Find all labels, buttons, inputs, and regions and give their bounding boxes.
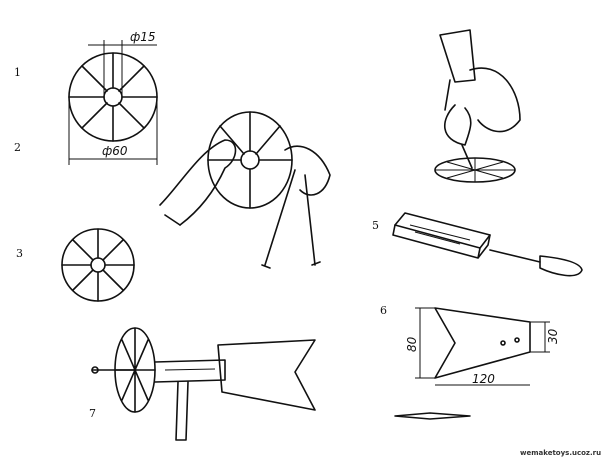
watermark: wemaketoys.ucoz.ru (520, 449, 601, 457)
hole-diameter-dimension: ф15 (130, 30, 156, 44)
hammer-punching-hole (434, 29, 521, 183)
fin-height-dimension: 80 (405, 336, 419, 352)
wood-strip-and-awl (392, 212, 583, 277)
assembled-weathervane (91, 327, 316, 441)
step-label-3: 3 (16, 247, 23, 260)
bent-pinwheel (61, 228, 135, 302)
fin-tail-height-dimension: 30 (546, 328, 560, 344)
step-label-2: 2 (14, 141, 21, 154)
step-label-6: 6 (380, 304, 387, 317)
tail-fin-blueprint: 80 30 120 (394, 307, 560, 420)
hand-cutting-disc-with-pliers (159, 111, 331, 269)
fin-length-dimension: 120 (472, 372, 495, 386)
step-label-7: 7 (89, 407, 96, 420)
disc-blueprint: ф15 ф60 (68, 30, 158, 165)
step-label-1: 1 (14, 66, 21, 79)
disc-diameter-dimension: ф60 (102, 144, 128, 158)
step-label-5: 5 (372, 219, 379, 232)
